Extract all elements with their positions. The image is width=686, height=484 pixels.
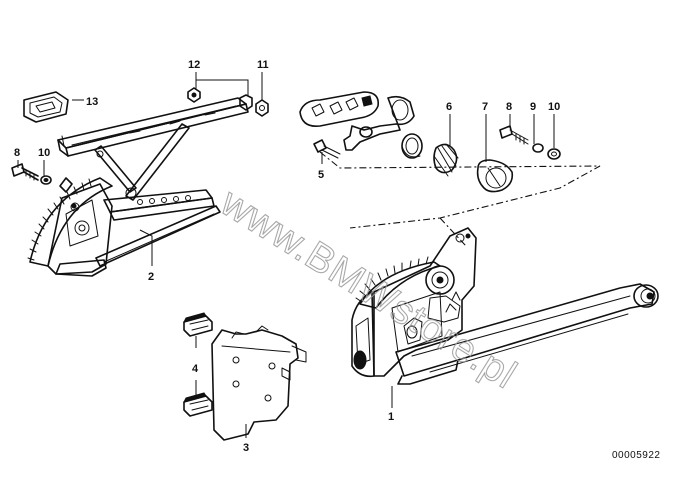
callout-7: 7 — [482, 101, 488, 113]
callout-6: 6 — [446, 101, 452, 113]
part-2-window-regulator — [27, 97, 249, 277]
part-1-window-regulator — [351, 227, 659, 385]
part-4-slider-bottom — [183, 392, 213, 417]
watermark-text: www.BMWstore.pl — [212, 180, 524, 398]
part-12-nut-a — [187, 87, 201, 103]
part-3-guide-bracket — [211, 325, 307, 441]
callout-2: 2 — [148, 271, 154, 283]
part-8-bolt-right — [499, 125, 529, 145]
callout-4: 4 — [192, 363, 199, 375]
part-10-washer-left — [40, 175, 52, 185]
callout-10-right: 10 — [548, 101, 560, 113]
assembly-line-upper — [319, 151, 601, 229]
callout-leaders — [17, 72, 555, 438]
part-6-escutcheon-ring — [401, 133, 423, 159]
callout-1: 1 — [388, 411, 394, 423]
part-5-screw — [313, 139, 341, 159]
part-4-slider-top — [183, 312, 213, 337]
part-13-clip — [23, 91, 69, 123]
part-9-washer — [532, 143, 544, 153]
part-12-nut-b — [239, 94, 253, 111]
part-7-cup — [476, 159, 514, 193]
callout-10-left: 10 — [38, 147, 50, 159]
part-8-bolt-left — [11, 163, 39, 181]
crank-handle-base — [343, 95, 415, 151]
callout-12: 12 — [188, 59, 200, 71]
callout-9: 9 — [530, 101, 536, 113]
part-10-washer-right — [547, 148, 561, 160]
callout-3: 3 — [243, 442, 249, 454]
callout-11: 11 — [257, 59, 269, 71]
callout-8-right: 8 — [506, 101, 512, 113]
part-11-nut — [255, 99, 269, 117]
crank-handle-arm — [299, 91, 380, 128]
document-number: 00005922 — [612, 450, 661, 461]
part-6-spring — [433, 143, 459, 177]
callout-13: 13 — [86, 96, 98, 108]
callout-8-left: 8 — [14, 147, 20, 159]
callout-5: 5 — [318, 169, 324, 181]
